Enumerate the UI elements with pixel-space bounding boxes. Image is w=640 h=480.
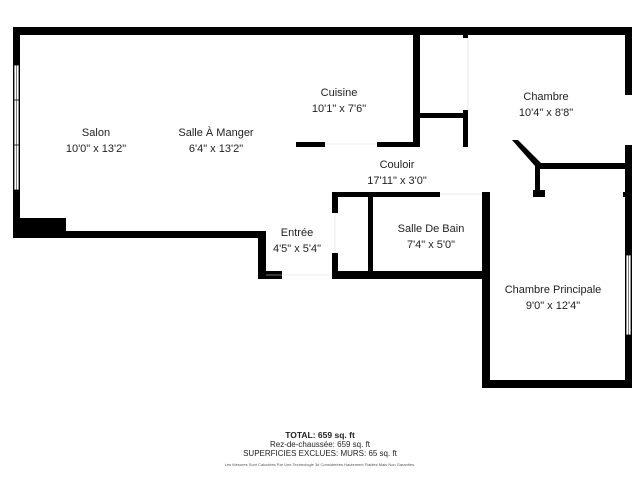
wall-bath-bottom: [332, 271, 490, 279]
excluded-area: SUPERFICIES EXCLUES: MURS: 65 sq. ft: [243, 449, 397, 458]
room-size: 4'5" x 5'4": [272, 243, 322, 255]
room-size: 10'1" x 7'6": [311, 103, 367, 115]
room-size: 10'4" x 8'8": [518, 107, 574, 119]
wall-master-bottom: [482, 380, 632, 388]
room-salle-de-bain: Salle De Bain 7'4" x 5'0": [398, 221, 465, 253]
wall-entree-left: [258, 231, 266, 279]
room-name: Cuisine: [320, 87, 358, 99]
room-name: Couloir: [379, 159, 415, 171]
disclaimer: Les Mesures Sont Calculées Par Une Techn…: [224, 462, 416, 467]
room-size: 17'11" x 3'0": [367, 175, 427, 187]
room-name: Chambre Principale: [504, 284, 602, 296]
wall-chambre-bottom: [537, 163, 625, 169]
total-area: TOTAL: 659 sq. ft: [285, 430, 355, 440]
wall-kitchen-bottom-right: [377, 142, 420, 147]
room-name: Chambre: [523, 91, 569, 103]
walls: [13, 27, 632, 388]
floor-area: Rez-de-chaussée: 659 sq. ft: [269, 440, 371, 449]
wall-chambre-diagonal: [512, 140, 541, 166]
wall-right-top: [625, 27, 632, 95]
room-salon: Salon 10'0" x 13'2": [66, 125, 126, 157]
wall-kitchen-bottom-left: [296, 142, 325, 147]
wall-top: [13, 27, 632, 35]
room-name: Salle De Bain: [397, 223, 465, 235]
room-size: 7'4" x 5'0": [406, 239, 456, 251]
wall-kitchen-right: [413, 34, 420, 147]
windows: [13, 64, 632, 336]
wall-stub-2: [623, 192, 632, 197]
wall-closet-mid: [420, 113, 466, 118]
wall-couloir-bottom: [332, 192, 440, 197]
room-couloir: Couloir 17'11" x 3'0": [367, 157, 427, 189]
room-chambre-principale: Chambre Principale 9'0" x 12'4": [505, 282, 602, 314]
wall-chambre-post: [535, 163, 540, 192]
wall-entree-right-top: [332, 192, 338, 213]
room-size: 10'0" x 13'2": [65, 143, 127, 155]
room-name: Salon: [81, 127, 111, 139]
openings: [266, 38, 482, 276]
room-cuisine: Cuisine 10'1" x 7'6": [312, 85, 366, 117]
room-name: Salle À Manger: [178, 127, 254, 139]
wall-salon-bottom: [13, 231, 266, 238]
wall-closet-right-stub: [463, 34, 468, 38]
room-size: 9'0" x 12'4": [525, 300, 581, 312]
wall-closet-right: [463, 110, 468, 147]
room-name: Entrée: [280, 227, 314, 239]
wall-bath-inner: [368, 197, 373, 271]
wall-stub-1: [533, 190, 545, 197]
room-size: 6'4" x 13'2": [188, 143, 244, 155]
room-chambre: Chambre 10'4" x 8'8": [519, 89, 573, 121]
wall-entree-right-bottom: [332, 253, 338, 279]
wall-master-left: [482, 192, 490, 388]
room-entree: Entrée 4'5" x 5'4": [273, 225, 321, 257]
room-salle-a-manger: Salle À Manger 6'4" x 13'2": [178, 125, 253, 157]
